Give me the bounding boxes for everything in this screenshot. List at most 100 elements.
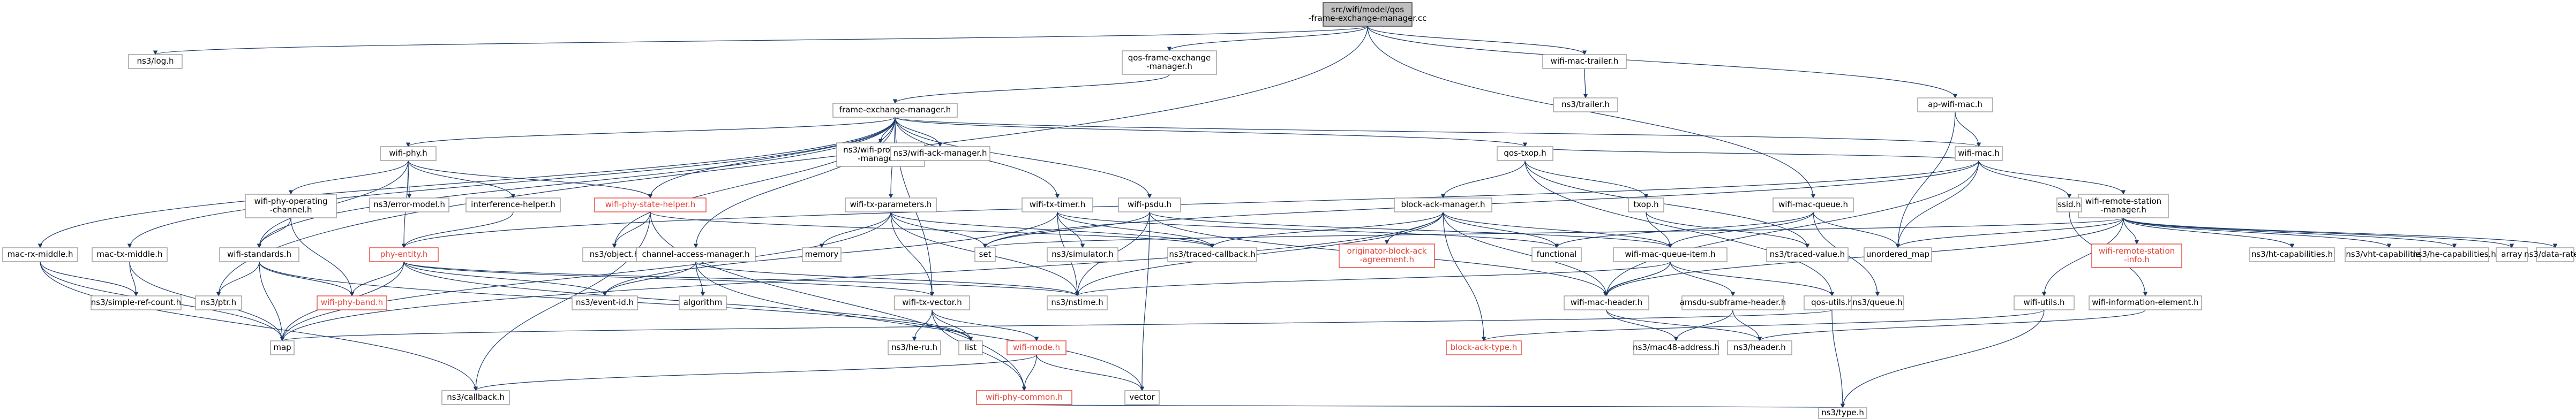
node-stds[interactable]: wifi-standards.h	[219, 247, 299, 262]
node-array[interactable]: array	[2496, 247, 2528, 262]
node-txparams[interactable]: wifi-tx-parameters.h	[845, 197, 937, 212]
node-phyband[interactable]: wifi-phy-band.h	[317, 295, 387, 310]
node-label-datarate: ns3/data-rate.h	[2524, 249, 2576, 259]
node-box-queue	[1851, 295, 1904, 310]
node-datarate[interactable]: ns3/data-rate.h	[2524, 247, 2576, 262]
node-phycommon[interactable]: wifi-phy-common.h	[976, 390, 1072, 405]
edge-phyentity-to-nstime	[403, 261, 1079, 296]
node-list[interactable]: list	[958, 340, 983, 355]
node-box-machdr	[1564, 295, 1649, 310]
edge-txvector-to-heru	[912, 309, 933, 341]
node-nstime[interactable]: ns3/nstime.h	[1047, 295, 1108, 310]
node-phystate[interactable]: wifi-phy-state-helper.h	[594, 197, 707, 212]
node-ptr[interactable]: ns3/ptr.h	[195, 295, 242, 310]
node-functional[interactable]: functional	[1531, 247, 1582, 262]
node-htcap[interactable]: ns3/ht-capabilities.h	[2249, 247, 2335, 262]
node-object[interactable]: ns3/object.h	[582, 247, 647, 262]
node-txvector[interactable]: wifi-tx-vector.h	[894, 295, 970, 310]
node-typeh[interactable]: ns3/type.h	[1818, 407, 1867, 419]
node-root[interactable]: src/wifi/model/qos-frame-exchange-manage…	[1309, 2, 1427, 27]
node-box-htcap	[2249, 247, 2335, 262]
edge-phyentity-to-phyband	[349, 261, 404, 296]
node-simulator[interactable]: ns3/simulator.h	[1047, 247, 1118, 262]
edge-utils-to-blockacktype	[1482, 309, 2045, 341]
node-amsdu[interactable]: amsdu-subframe-header.h	[1680, 295, 1786, 310]
node-mactxmiddle[interactable]: mac-tx-middle.h	[92, 247, 168, 262]
node-label-object: ns3/object.h	[590, 249, 639, 259]
node-qosutils[interactable]: qos-utils.h	[1804, 295, 1860, 310]
node-tracedvalue[interactable]: ns3/traced-value.h	[1766, 247, 1849, 262]
node-bam[interactable]: block-ack-manager.h	[1394, 197, 1492, 212]
node-wifimac[interactable]: wifi-mac.h	[1955, 146, 2003, 161]
node-mactrailer[interactable]: wifi-mac-trailer.h	[1542, 54, 1627, 69]
node-log[interactable]: ns3/log.h	[128, 54, 183, 69]
node-fem[interactable]: frame-exchange-manager.h	[832, 103, 958, 118]
node-callback[interactable]: ns3/callback.h	[441, 390, 510, 405]
node-queueitem[interactable]: wifi-mac-queue-item.h	[1613, 247, 1728, 262]
node-box-mac48	[1633, 340, 1719, 355]
node-label-errmodel: ns3/error-model.h	[373, 200, 445, 209]
node-oba[interactable]: originator-block-ack-agreement.h	[1339, 243, 1435, 268]
node-blockacktype[interactable]: block-ack-type.h	[1446, 340, 1522, 355]
node-qostxop[interactable]: qos-txop.h	[1497, 146, 1553, 161]
node-box-tracedcb	[1167, 247, 1257, 262]
node-txop[interactable]: txop.h	[1628, 197, 1664, 212]
node-rsm[interactable]: wifi-remote-station-manager.h	[2078, 194, 2169, 218]
node-txtimer[interactable]: wifi-tx-timer.h	[1022, 197, 1093, 212]
node-hecap[interactable]: ns3/he-capabilities.h	[2413, 247, 2496, 262]
edge-bam-to-queueitem	[1443, 211, 1673, 248]
edge-queueitem-to-amsdu	[1670, 261, 1736, 296]
node-algorithm[interactable]: algorithm	[679, 295, 727, 310]
node-errmodel[interactable]: ns3/error-model.h	[369, 197, 449, 212]
node-ackmgr[interactable]: ns3/wifi-ack-manager.h	[890, 146, 990, 161]
node-tracedcb[interactable]: ns3/traced-callback.h	[1167, 247, 1257, 262]
edge-wifimode-to-callback	[474, 354, 1037, 391]
edge-rsm-to-datarate	[2123, 217, 2557, 248]
node-cam[interactable]: channel-access-manager.h	[636, 247, 756, 262]
node-wifiphy[interactable]: wifi-phy.h	[380, 146, 437, 161]
node-ssid[interactable]: ssid.h	[2056, 197, 2082, 212]
node-box-macrxmiddle	[2, 247, 78, 262]
node-interf[interactable]: interference-helper.h	[465, 197, 561, 212]
edge-utils-to-typeh	[1840, 309, 2045, 408]
node-box-utils	[2014, 295, 2075, 310]
node-map[interactable]: map	[270, 340, 295, 355]
node-box-hecap	[2420, 247, 2489, 262]
node-qfem[interactable]: qos-frame-exchange-manager.h	[1122, 50, 1217, 75]
node-label-bam: block-ack-manager.h	[1401, 200, 1485, 209]
edge-qostxop-to-qosutils	[1524, 160, 1835, 296]
edge-interf-to-phyentity	[401, 211, 514, 248]
node-macrxmiddle[interactable]: mac-rx-middle.h	[2, 247, 78, 262]
node-box-wifimode	[1007, 340, 1067, 355]
node-simplerc[interactable]: ns3/simple-ref-count.h	[91, 295, 182, 310]
node-set[interactable]: set	[974, 247, 996, 262]
edge-root-to-ptr	[216, 26, 1368, 296]
node-header[interactable]: ns3/header.h	[1727, 340, 1792, 355]
node-phyentity[interactable]: phy-entity.h	[369, 247, 439, 262]
node-machdr[interactable]: wifi-mac-header.h	[1564, 295, 1649, 310]
node-memory[interactable]: memory	[802, 247, 842, 262]
node-rsinfo[interactable]: wifi-remote-station-info.h	[2091, 243, 2182, 268]
node-mac48[interactable]: ns3/mac48-address.h	[1633, 340, 1719, 355]
node-wifimode[interactable]: wifi-mode.h	[1007, 340, 1067, 355]
node-vector[interactable]: vector	[1124, 390, 1160, 405]
node-unordmap[interactable]: unordered_map	[1864, 247, 1932, 262]
node-queue[interactable]: ns3/queue.h	[1851, 295, 1904, 310]
edge-phystate-to-phycommon	[650, 211, 1027, 391]
node-macqueue[interactable]: wifi-mac-queue.h	[1773, 197, 1854, 212]
node-infoelem[interactable]: wifi-information-element.h	[2089, 295, 2202, 310]
node-apwifimac[interactable]: ap-wifi-mac.h	[1917, 97, 1993, 112]
node-eventid[interactable]: ns3/event-id.h	[572, 295, 638, 310]
node-label-phyentity: phy-entity.h	[380, 249, 428, 259]
edge-rsm-to-utils	[2041, 217, 2124, 296]
edge-phystate-to-object	[612, 211, 651, 248]
node-heru[interactable]: ns3/he-ru.h	[888, 340, 941, 355]
node-label-log: ns3/log.h	[137, 56, 174, 66]
node-wifipsdu[interactable]: wifi-psdu.h	[1118, 197, 1181, 212]
node-utils[interactable]: wifi-utils.h	[2014, 295, 2075, 310]
node-phyopch[interactable]: wifi-phy-operating-channel.h	[245, 194, 337, 218]
edge-queueitem-to-machdr	[1604, 261, 1671, 296]
edge-wifiphy-to-phyopch	[288, 160, 409, 195]
node-box-ptr	[195, 295, 242, 310]
node-trailer[interactable]: ns3/trailer.h	[1553, 97, 1618, 112]
